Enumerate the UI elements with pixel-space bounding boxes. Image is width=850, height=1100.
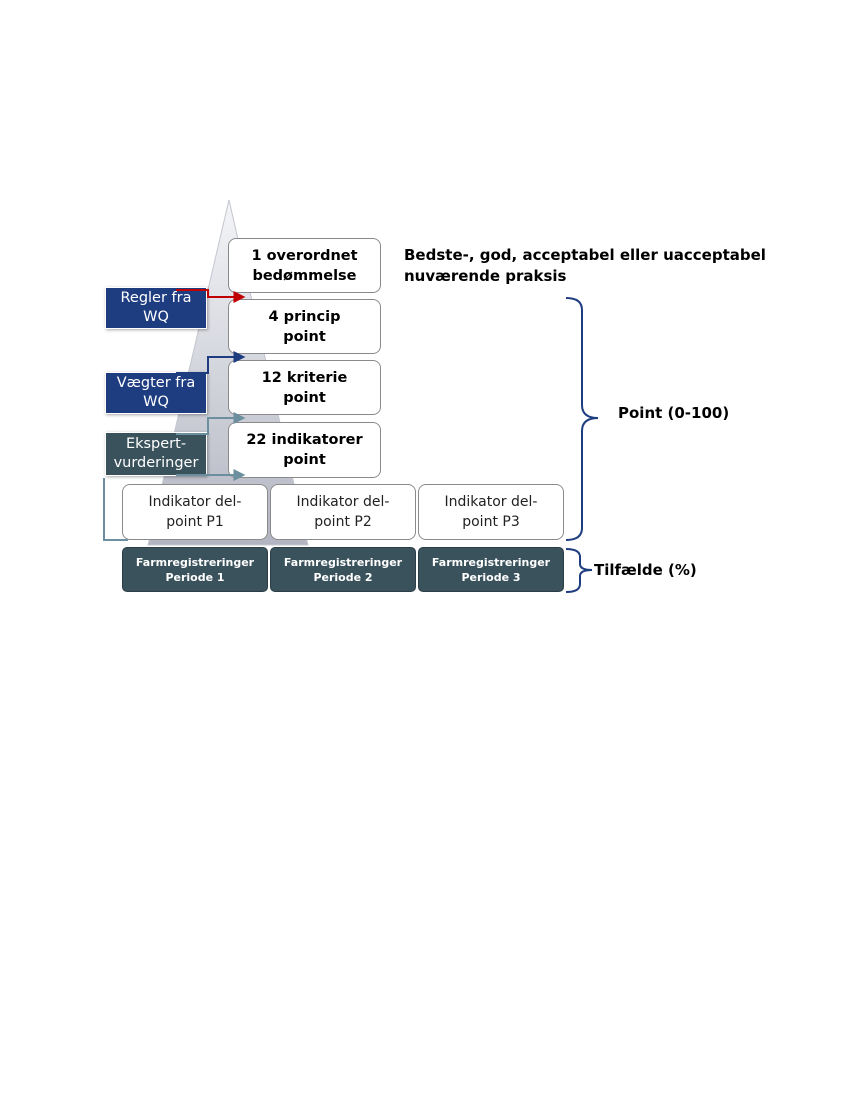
expert-assessments-label: Ekspert- vurderinger bbox=[113, 436, 199, 471]
indicator-points-label: 22 indikatorer point bbox=[246, 432, 363, 468]
indicator-subpoint-p3-label: Indikator del- point P3 bbox=[444, 494, 538, 530]
weights-from-wq-tag: Vægter fra WQ bbox=[105, 372, 207, 414]
indicator-subpoint-p1: Indikator del- point P1 bbox=[122, 484, 268, 540]
overall-assessment-box: 1 overordnet bedømmelse bbox=[228, 238, 381, 293]
indicator-subpoint-p2: Indikator del- point P2 bbox=[270, 484, 416, 540]
cases-annotation: Tilfælde (%) bbox=[594, 561, 697, 579]
farm-records-period-1: Farmregistreringer Periode 1 bbox=[122, 547, 268, 592]
farm-records-period-3: Farmregistreringer Periode 3 bbox=[418, 547, 564, 592]
points-annotation: Point (0-100) bbox=[618, 404, 730, 422]
cases-brace bbox=[565, 548, 593, 593]
overall-assessment-label: 1 overordnet bedømmelse bbox=[251, 247, 358, 284]
farm-records-period-1-label: Farmregistreringer Periode 1 bbox=[135, 555, 255, 584]
rules-from-wq-label: Regler fra WQ bbox=[120, 290, 192, 325]
indicator-subpoint-p3: Indikator del- point P3 bbox=[418, 484, 564, 540]
criteria-points-box: 12 kriterie point bbox=[228, 360, 381, 415]
expert-subpoint-connector bbox=[103, 478, 128, 541]
assessment-annotation: Bedste-, god, acceptabel eller uacceptab… bbox=[404, 246, 766, 285]
farm-records-period-2-label: Farmregistreringer Periode 2 bbox=[283, 555, 403, 584]
principle-points-label: 4 princip point bbox=[268, 308, 341, 345]
weights-from-wq-label: Vægter fra WQ bbox=[116, 375, 196, 410]
points-brace bbox=[565, 297, 599, 541]
criteria-points-label: 12 kriterie point bbox=[261, 369, 348, 406]
farm-records-period-3-label: Farmregistreringer Periode 3 bbox=[431, 555, 551, 584]
rules-from-wq-tag: Regler fra WQ bbox=[105, 287, 207, 329]
indicator-subpoint-p1-label: Indikator del- point P1 bbox=[148, 494, 242, 530]
expert-assessments-tag: Ekspert- vurderinger bbox=[105, 432, 207, 476]
indicator-points-box: 22 indikatorer point bbox=[228, 422, 381, 478]
principle-points-box: 4 princip point bbox=[228, 299, 381, 354]
farm-records-period-2: Farmregistreringer Periode 2 bbox=[270, 547, 416, 592]
indicator-subpoint-p2-label: Indikator del- point P2 bbox=[296, 494, 390, 530]
